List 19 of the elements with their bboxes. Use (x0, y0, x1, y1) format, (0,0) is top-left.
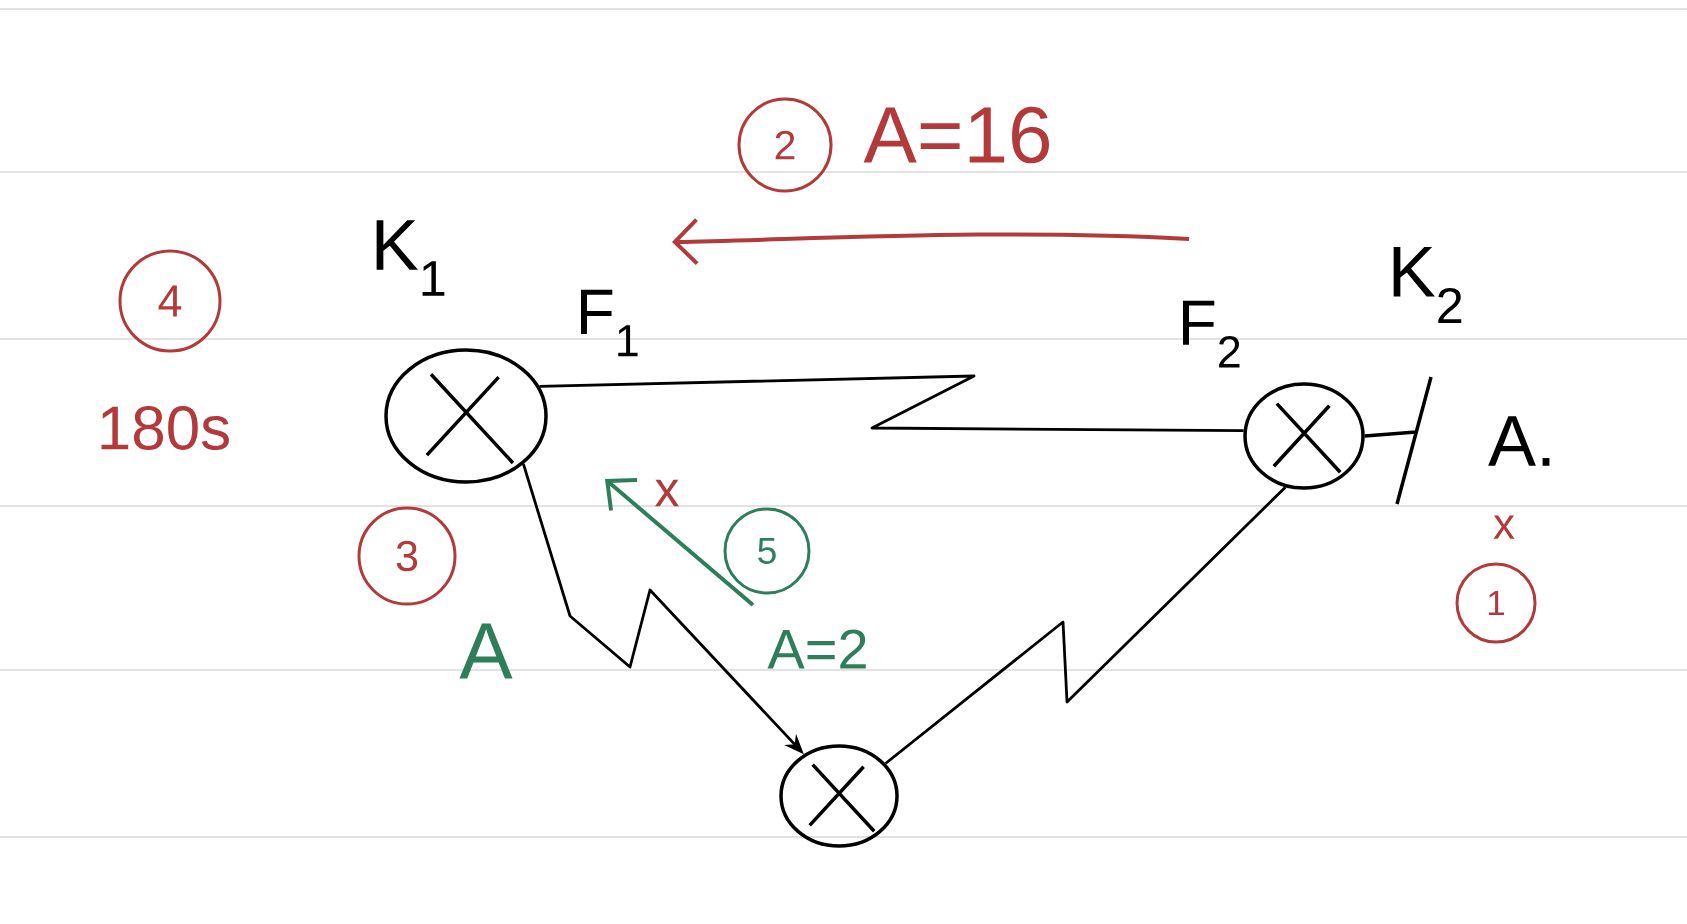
circled-number: 2 (737, 97, 833, 193)
zigzag-line (539, 374, 1244, 433)
circled-number: 3 (357, 506, 457, 606)
text-label: F$_{2}$ (1183, 300, 1240, 368)
text-label: A (459, 623, 513, 679)
circled-number: 4 (118, 249, 222, 353)
crossed-circle (384, 348, 548, 484)
text-label: F$_{1}$ (581, 289, 638, 357)
text-label: K$_{1}$ (376, 220, 445, 296)
text-label: x (655, 479, 679, 507)
circled-number: 5 (723, 507, 811, 595)
zigzag-line (884, 486, 1287, 765)
text-label: A. (1488, 416, 1550, 466)
text-label: A=2 (767, 629, 866, 669)
text-label: 180s (101, 406, 229, 450)
crossed-circle (779, 744, 899, 848)
circled-number: 1 (1455, 562, 1537, 644)
text-label: K$_{2}$ (1393, 246, 1462, 324)
crossed-circle (1243, 382, 1365, 490)
